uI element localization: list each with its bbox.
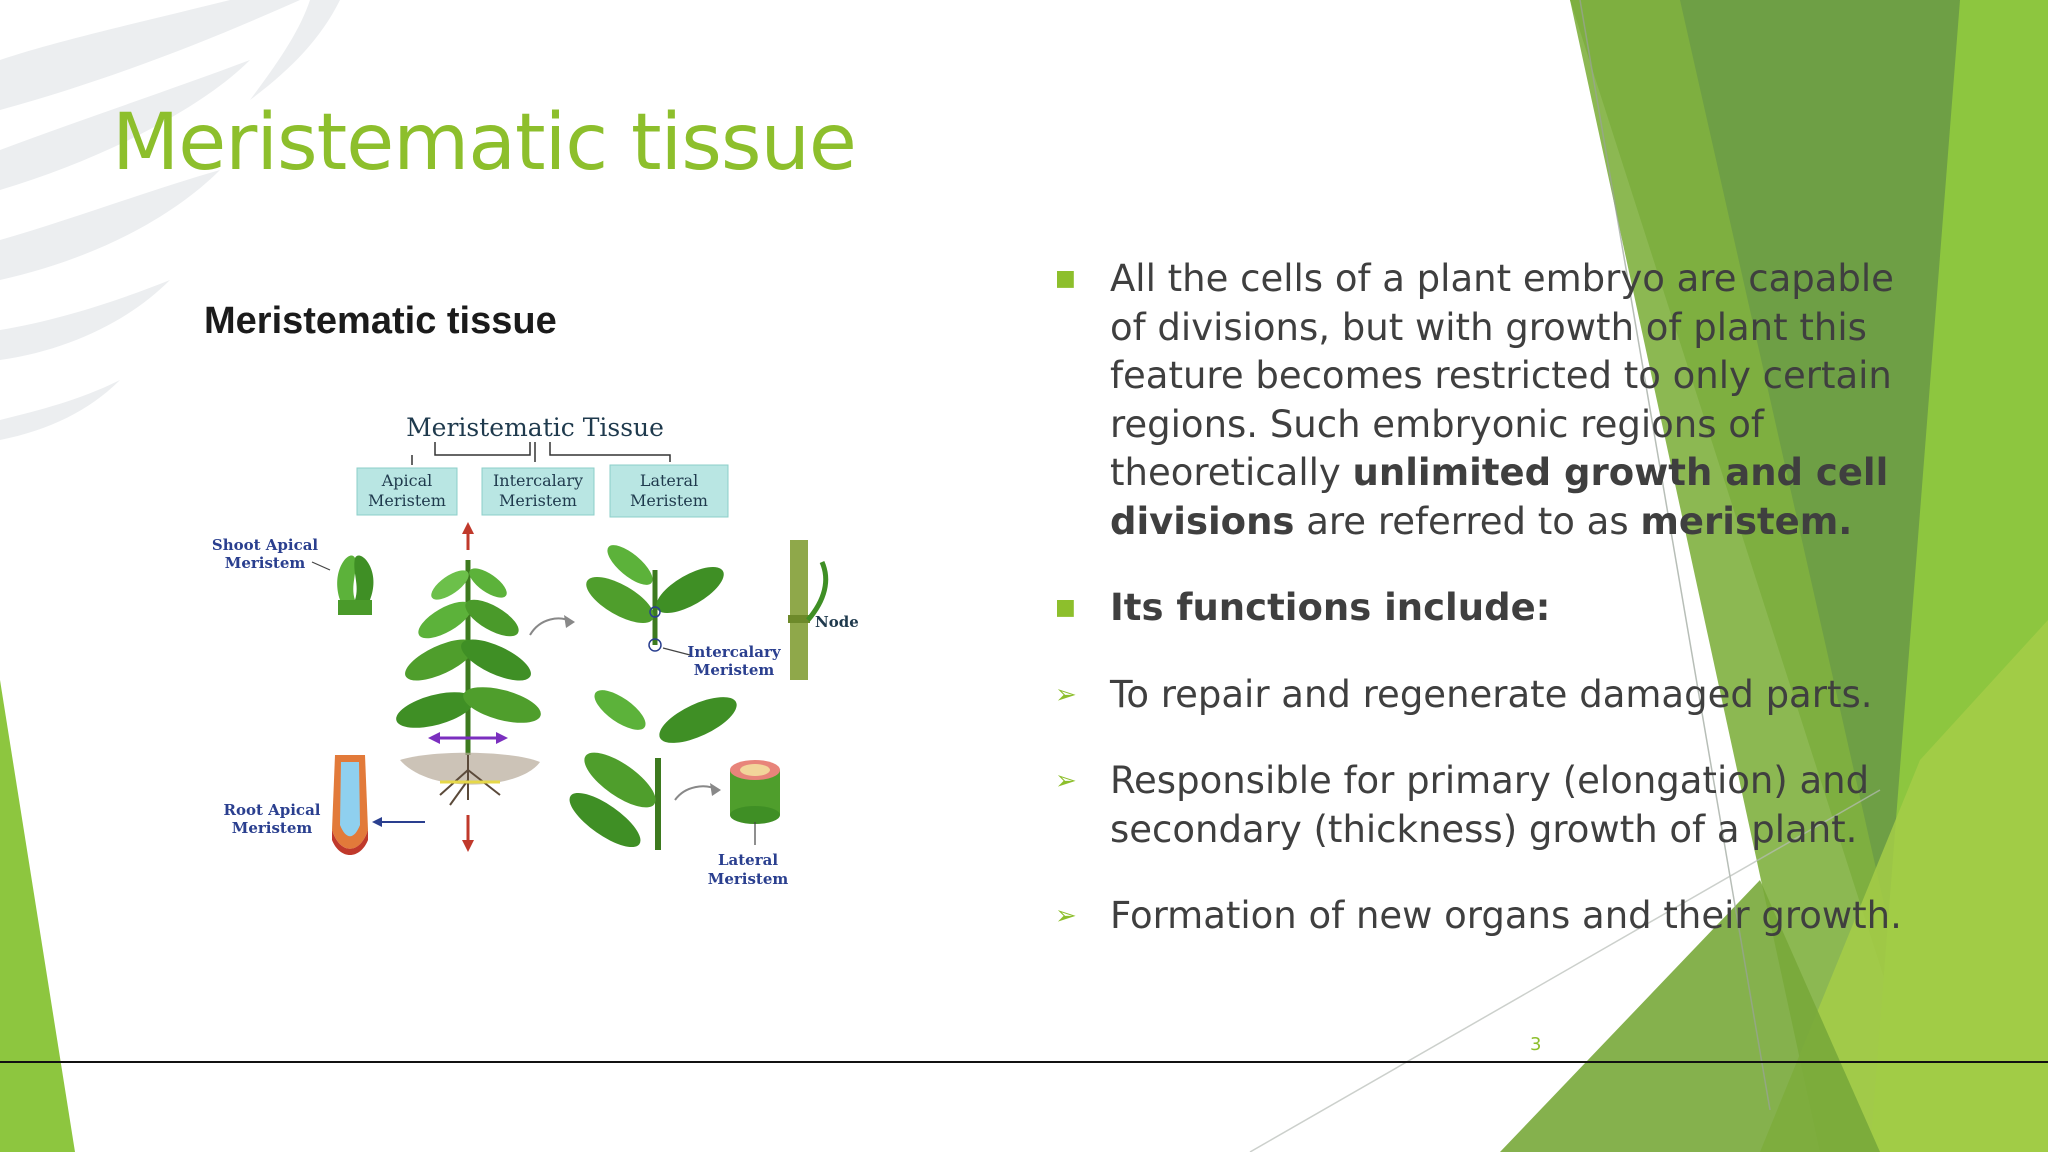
- thin-line-1: [1579, 0, 1771, 1111]
- svg-text:Meristem: Meristem: [708, 870, 789, 888]
- box-apical: Apical Meristem: [356, 467, 458, 516]
- label-lateral: Lateral: [718, 851, 778, 869]
- diagram-title: Meristematic Tissue: [406, 413, 664, 442]
- thin-line-2: [1249, 789, 1881, 1152]
- bottom-green-wedge: [1500, 880, 1880, 1152]
- bullet-item: ■ All the cells of a plant embryo are ca…: [1055, 257, 1894, 543]
- meristem-figure: Meristematic Tissue Apical Meristem Inte…: [200, 300, 880, 900]
- square-bullet-icon: ■: [1055, 266, 1076, 291]
- svg-text:Meristem: Meristem: [232, 819, 313, 837]
- right-pale-wedge: [1760, 620, 2048, 1152]
- right-mid-triangle: [1570, 0, 1940, 1152]
- square-bullet-icon: ■: [1055, 595, 1076, 620]
- bullet-item: ➢ Responsible for primary (elongation) a…: [1055, 759, 1870, 851]
- label-intercalary: Intercalary: [687, 643, 781, 661]
- label-node: Node: [815, 613, 859, 631]
- svg-text:Intercalary: Intercalary: [493, 471, 583, 490]
- shoot-tip-icon: [337, 555, 374, 615]
- bullet-item: ➢ To repair and regenerate damaged parts…: [1055, 671, 1915, 720]
- arrow-bullet-icon: ➢: [1055, 766, 1077, 796]
- bullet-list: ■ All the cells of a plant embryo are ca…: [1055, 255, 1915, 979]
- bullet-item: ■ Its functions include:: [1055, 584, 1915, 633]
- left-green-wedge: [0, 680, 75, 1152]
- meristem-diagram: Meristematic Tissue Apical Meristem Inte…: [212, 413, 859, 888]
- bottom-divider: [0, 1061, 2048, 1063]
- central-plant-icon: [396, 522, 541, 852]
- box-lateral: Lateral Meristem: [609, 464, 729, 518]
- svg-text:Meristem: Meristem: [630, 491, 708, 510]
- arrow-bullet-icon: ➢: [1055, 679, 1077, 710]
- leaf-watermark-icon: [0, 0, 340, 440]
- root-tip-icon: [332, 755, 368, 855]
- svg-text:Meristem: Meristem: [499, 491, 577, 510]
- node-stem-icon: [788, 540, 829, 680]
- svg-text:Lateral: Lateral: [640, 471, 698, 490]
- lateral-cylinder-icon: [730, 760, 780, 845]
- arrow-bullet-icon: ➢: [1055, 901, 1077, 931]
- svg-text:Apical: Apical: [381, 471, 433, 490]
- page-number: 3: [1530, 1034, 1542, 1055]
- bullet-item: ➢ Formation of new organs and their grow…: [1055, 892, 1915, 941]
- svg-text:Meristem: Meristem: [225, 554, 306, 572]
- svg-text:Meristem: Meristem: [368, 491, 446, 510]
- box-intercalary: Intercalary Meristem: [481, 467, 595, 516]
- label-shoot-apical: Shoot Apical: [212, 536, 319, 554]
- figure-heading: Meristematic tissue: [204, 300, 557, 342]
- slide-title: Meristematic tissue: [112, 98, 857, 188]
- intercalary-plant-icon: [569, 545, 737, 850]
- label-root-apical: Root Apical: [223, 801, 320, 819]
- svg-text:Meristem: Meristem: [694, 661, 775, 679]
